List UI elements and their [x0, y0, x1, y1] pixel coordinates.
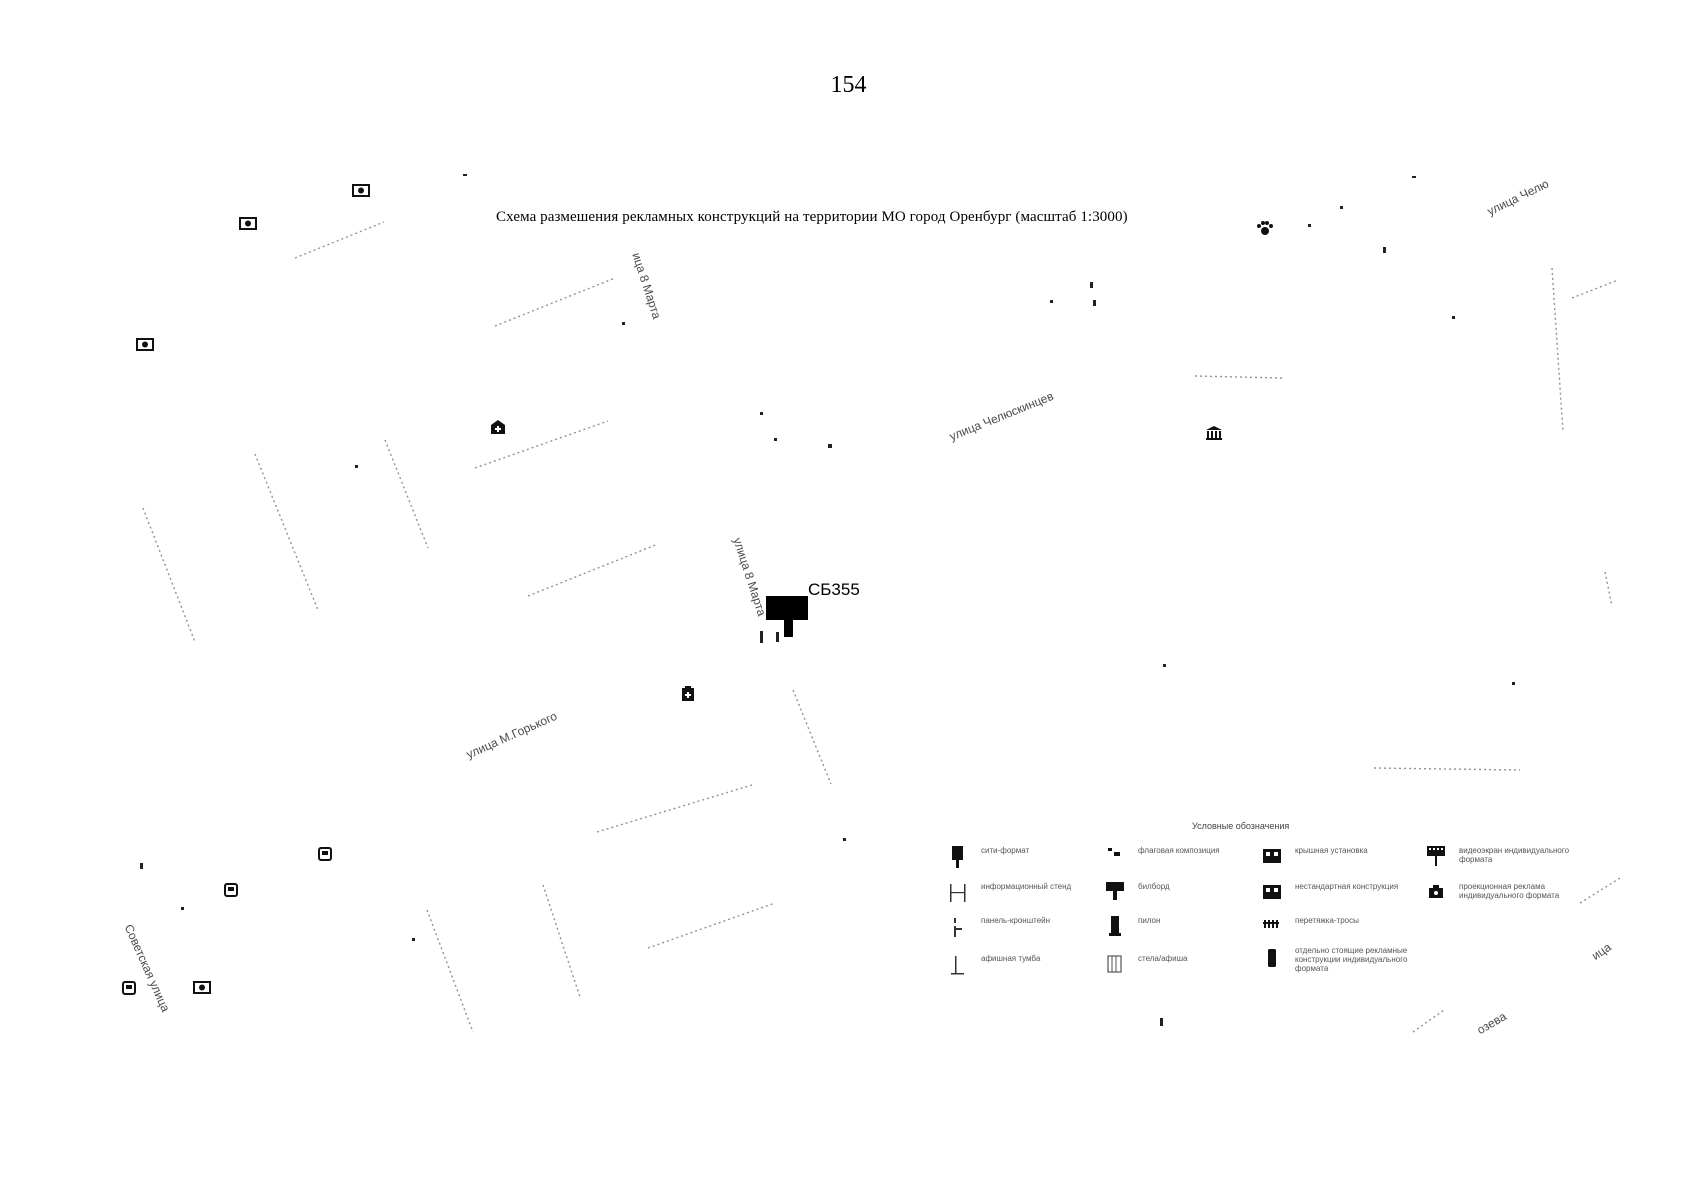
bus-stop-icon — [122, 981, 136, 995]
legend-label: перетяжка-тросы — [1295, 916, 1359, 925]
legend-label: стела/афиша — [1138, 954, 1188, 963]
legend-label: информационный стенд — [981, 882, 1072, 891]
map-title: Схема размешения рекламных конструкций н… — [496, 209, 1128, 225]
stele-icon — [1107, 955, 1122, 973]
poster-stand-icon — [951, 956, 964, 975]
page-number: 154 — [830, 72, 867, 98]
bus-stop-icon — [224, 883, 238, 897]
legend-item-nonstandard: нестандартная конструкция — [1263, 882, 1430, 904]
hospital-icon — [491, 420, 505, 434]
legend-item-stele: стела/афиша — [1106, 954, 1273, 976]
city-format-icon — [952, 846, 963, 868]
pharmacy-icon — [682, 686, 694, 701]
info-stand-icon — [950, 884, 966, 902]
billboard-marker[interactable] — [766, 596, 814, 638]
projection-icon — [1429, 885, 1443, 898]
legend-item-video-screen: видеоэкран индивидуального формата — [1427, 846, 1594, 868]
legend-item-pylon: пилон — [1106, 916, 1273, 938]
legend-label: крышная установка — [1295, 846, 1368, 855]
legend-label: отдельно стоящие рекламные конструкции и… — [1295, 946, 1408, 973]
legend-item-flag: флаговая композиция — [1106, 846, 1273, 868]
flag-icon — [1108, 848, 1120, 856]
legend-label: афишная тумба — [981, 954, 1041, 963]
legend-label: сити-формат — [981, 846, 1030, 855]
camera-icon — [352, 184, 370, 197]
legend-label: флаговая композиция — [1138, 846, 1220, 855]
camera-icon — [136, 338, 154, 351]
bracket-panel-icon — [954, 918, 962, 937]
legend-item-poster-stand: афишная тумба — [949, 954, 1116, 976]
legend-item-bracket-panel: панель-кронштейн — [949, 916, 1116, 938]
pylon-icon — [1109, 916, 1121, 936]
legend-item-city-format: сити-формат — [949, 846, 1116, 868]
paw-icon — [1257, 221, 1273, 235]
legend-label: проекционная реклама индивидуального фор… — [1459, 882, 1560, 900]
legend-title: Условные обозначения — [1192, 821, 1290, 831]
camera-icon — [239, 217, 257, 230]
legend-item-info-stand: информационный стенд — [949, 882, 1116, 904]
banner-stretch-icon — [1263, 920, 1279, 928]
legend-label: нестандартная конструкция — [1295, 882, 1399, 891]
legend-item-banner-stretch: перетяжка-тросы — [1263, 916, 1430, 938]
legend-item-roof: крышная установка — [1263, 846, 1430, 868]
video-screen-icon — [1427, 846, 1445, 866]
legend-item-projection: проекционная реклама индивидуального фор… — [1427, 882, 1594, 904]
legend-label: панель-кронштейн — [981, 916, 1051, 925]
museum-icon — [1206, 426, 1222, 440]
legend-label: пилон — [1138, 916, 1161, 925]
roof-icon — [1263, 849, 1281, 863]
bus-stop-icon — [318, 847, 332, 861]
camera-icon — [193, 981, 211, 994]
billboard-icon — [1106, 882, 1124, 900]
legend-item-individual: отдельно стоящие рекламные конструкции и… — [1263, 946, 1430, 973]
nonstandard-icon — [1263, 885, 1281, 899]
legend-label: билборд — [1138, 882, 1170, 891]
individual-icon — [1268, 949, 1276, 967]
marker-code-label: СБ355 — [808, 580, 860, 599]
legend-item-billboard: билборд — [1106, 882, 1273, 904]
legend-label: видеоэкран индивидуального формата — [1459, 846, 1570, 864]
